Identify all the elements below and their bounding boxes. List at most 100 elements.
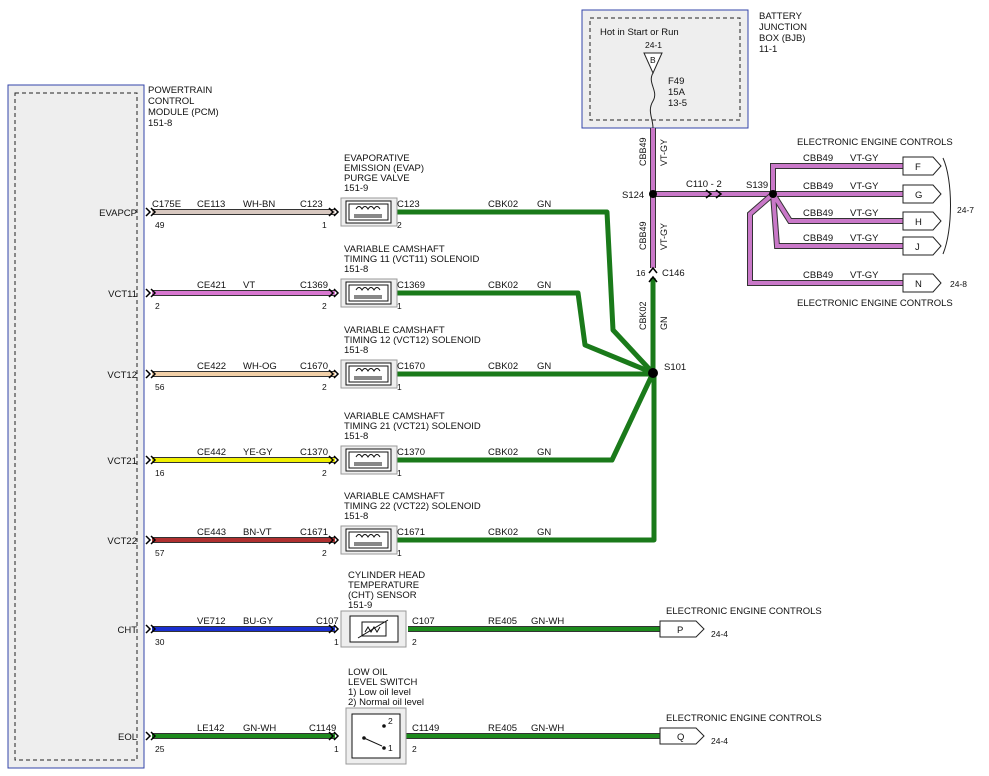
component-pin-out: 1 xyxy=(397,468,402,478)
wire-id: LE142 xyxy=(197,723,224,734)
pcm-pin-label: VCT11 xyxy=(108,289,137,300)
component-title-line: 1) Low oil level xyxy=(348,687,411,698)
pcm-title-line: MODULE (PCM) xyxy=(148,107,219,118)
eec-connector-letter: F xyxy=(915,162,921,173)
bjb-hot-label: Hot in Start or Run xyxy=(600,27,679,38)
bjb-title-line: BOX (BJB) xyxy=(759,33,805,44)
eec-connector-letter: N xyxy=(915,279,922,290)
wire-color-label: YE-GY xyxy=(243,447,273,458)
pcm-title-line: 151-8 xyxy=(148,118,172,129)
pcm-title-line: POWERTRAIN xyxy=(148,85,212,96)
eec-connector-letter: G xyxy=(915,190,922,201)
eec-right-title-bottom: ELECTRONIC ENGINE CONTROLS xyxy=(797,298,953,309)
wire-id: RE405 xyxy=(488,616,517,627)
component-title-line: PURGE VALVE xyxy=(344,173,410,184)
component-title-line: 151-9 xyxy=(348,600,372,611)
wire-id: CBK02 xyxy=(488,280,518,291)
eec-connector-letter: J xyxy=(915,242,920,253)
wire-id: CE421 xyxy=(197,280,226,291)
pcm-pin-label: EOL xyxy=(118,732,137,743)
pcm-pin-label: VCT21 xyxy=(107,456,137,467)
pcm-pin-number: 25 xyxy=(155,744,165,754)
wire-color-label: WH-OG xyxy=(243,361,277,372)
wire-color-label: VT-GY xyxy=(850,233,879,244)
pcm-connector-label: C175E xyxy=(152,199,181,210)
wire-id: CBK02 xyxy=(488,527,518,538)
wire-color-label: VT-GY xyxy=(850,208,879,219)
solenoid-icon xyxy=(340,278,398,308)
connector-arrow-icon xyxy=(328,731,340,741)
pcm-pin-label: VCT12 xyxy=(107,370,137,381)
component-title-line: TIMING 12 (VCT12) SOLENOID xyxy=(344,335,481,346)
component-pin-in: 1 xyxy=(322,220,327,230)
bjb-pin-connector-icon: B xyxy=(643,52,663,75)
wire-s124-c146-color: VT-GY xyxy=(659,223,669,250)
wire-cbk02-group xyxy=(397,209,657,543)
component-title-line: LEVEL SWITCH xyxy=(348,677,417,688)
wire-id: RE405 xyxy=(488,723,517,734)
component-title-line: EVAPORATIVE xyxy=(344,153,410,164)
component-title-line: LOW OIL xyxy=(348,667,388,678)
bracket-icon xyxy=(942,157,951,255)
eec-connector-icon: J xyxy=(902,236,942,256)
pcm-pin-number: 57 xyxy=(155,548,165,558)
splice-s139 xyxy=(769,190,777,198)
pcm-pin-number: 30 xyxy=(155,637,165,647)
connector-c110-label: C110 - 2 xyxy=(686,179,722,190)
connector-arrow-icon xyxy=(328,207,340,217)
component-pin-in: 1 xyxy=(334,637,339,647)
pcm-pin-number: 49 xyxy=(155,220,165,230)
pcm-pin-label: EVAPCP xyxy=(99,208,137,219)
solenoid-icon xyxy=(340,359,398,389)
oil-level-switch-icon: 21 xyxy=(345,707,407,765)
eec-connector-icon: H xyxy=(902,211,942,231)
component-connector-out-label: C1149 xyxy=(412,723,439,734)
component-pin-out: 1 xyxy=(397,548,402,558)
connector-arrow-icon xyxy=(145,455,157,465)
connector-arrow-icon xyxy=(328,624,340,634)
wire-id: CBB49 xyxy=(803,153,833,164)
splice-s124 xyxy=(649,190,657,198)
wire-id: CBK02 xyxy=(488,361,518,372)
component-connector-label: C107 xyxy=(316,616,339,627)
connector-arrow-icon xyxy=(145,731,157,741)
destination-ref: 24-4 xyxy=(711,736,728,746)
pcm-pin-label: CHT xyxy=(117,625,137,636)
temperature-sensor-icon xyxy=(340,610,407,648)
component-title-line: 151-8 xyxy=(344,431,368,442)
fuse-rating: 15A xyxy=(668,87,686,98)
component-title-line: 2) Normal oil level xyxy=(348,697,424,708)
eec-connector-icon: F xyxy=(902,156,942,176)
connector-arrow-icon xyxy=(145,288,157,298)
switch-pin-label: 1 xyxy=(388,743,393,753)
connector-c146-label: C146 xyxy=(662,268,685,279)
destination-connector-icon: P xyxy=(659,620,705,638)
splice-s101 xyxy=(648,368,658,378)
wire-layer xyxy=(152,128,903,739)
eec-right-ref-n: 24-8 xyxy=(950,279,967,289)
connector-c146-arrow-icon xyxy=(648,266,658,283)
bjb-title-line: 11-1 xyxy=(759,44,777,55)
wire-id: CBB49 xyxy=(803,208,833,219)
wire-id: CBK02 xyxy=(488,447,518,458)
component-connector-label: C1671 xyxy=(300,527,328,538)
eec-connector-letter: H xyxy=(915,217,922,228)
component-title-line: TIMING 21 (VCT21) SOLENOID xyxy=(344,421,481,432)
wire-color-label: GN-WH xyxy=(243,723,276,734)
component-pin-in: 2 xyxy=(322,301,327,311)
component-connector-label: C1149 xyxy=(309,723,336,734)
component-pin-out: 2 xyxy=(412,744,417,754)
connector-arrow-icon xyxy=(328,288,340,298)
connector-arrow-icon xyxy=(328,369,340,379)
wire-color-label: WH-BN xyxy=(243,199,275,210)
wire-color-label: GN xyxy=(537,199,551,210)
solenoid-icon xyxy=(340,197,398,227)
connector-arrow-icon xyxy=(145,624,157,634)
